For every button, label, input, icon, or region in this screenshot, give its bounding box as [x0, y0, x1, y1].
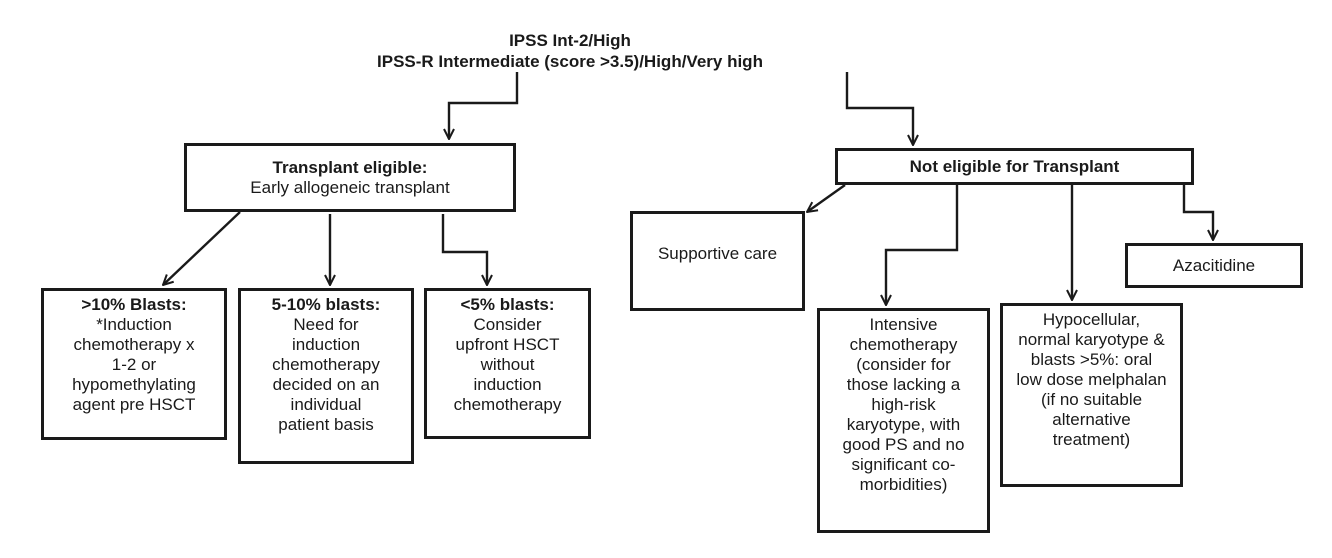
intensive-chemotherapy-line: good PS and no — [842, 435, 965, 454]
blasts-over-10-line: agent pre HSCT — [72, 395, 196, 414]
blasts-under-5-line: chemotherapy — [453, 395, 562, 414]
transplant-eligible-box: Transplant eligible: Early allogeneic tr… — [184, 143, 516, 212]
hypocellular-line: normal karyotype & — [1018, 330, 1165, 349]
blasts-5-10-line: chemotherapy — [272, 355, 380, 374]
not-eligible-box: Not eligible for Transplant — [835, 148, 1194, 185]
blasts-5-10-line: Need for — [293, 315, 359, 334]
hypocellular-line: Hypocellular, — [1042, 310, 1141, 329]
arrow-transplant-to-over-10 — [163, 211, 241, 285]
blasts-over-10-line: chemotherapy x — [73, 335, 195, 354]
blasts-under-5-heading: <5% blasts: — [460, 295, 555, 314]
transplant-eligible-heading: Transplant eligible: — [272, 157, 428, 177]
arrow-not-eligible-to-supportive — [807, 184, 846, 212]
azacitidine-box: Azacitidine — [1125, 243, 1303, 288]
intensive-chemotherapy-box: Intensive chemotherapy (consider for tho… — [817, 308, 990, 533]
hypocellular-line: blasts >5%: oral — [1030, 350, 1153, 369]
intensive-chemotherapy-line: chemotherapy — [849, 335, 958, 354]
hypocellular-line: treatment) — [1052, 430, 1131, 449]
arrow-not-eligible-to-azacitidine — [1182, 185, 1213, 240]
arrow-transplant-to-under-5 — [441, 214, 487, 285]
header-line-2: IPSS-R Intermediate (score >3.5)/High/Ve… — [377, 52, 763, 71]
blasts-under-5-line: upfront HSCT — [455, 335, 560, 354]
supportive-care-box: Supportive care — [630, 211, 805, 311]
hypocellular-line: alternative — [1052, 410, 1131, 429]
intensive-chemotherapy-line: significant co- — [851, 455, 956, 474]
intensive-chemotherapy-line: those lacking a — [846, 375, 961, 394]
blasts-5-10-line: patient basis — [278, 415, 374, 434]
blasts-5-10-line: individual — [290, 395, 362, 414]
blasts-under-5-box: <5% blasts: Consider upfront HSCT withou… — [424, 288, 591, 439]
intensive-chemotherapy-line: karyotype, with — [846, 415, 961, 434]
blasts-over-10-line: hypomethylating — [72, 375, 196, 394]
azacitidine-label: Azacitidine — [1172, 255, 1256, 275]
transplant-eligible-body: Early allogeneic transplant — [250, 177, 450, 197]
intensive-chemotherapy-line: (consider for — [856, 355, 951, 374]
blasts-5-10-line: decided on an — [272, 375, 380, 394]
blasts-over-10-heading: >10% Blasts: — [81, 295, 187, 314]
blasts-under-5-line: induction — [473, 375, 542, 394]
not-eligible-heading: Not eligible for Transplant — [909, 156, 1120, 176]
hypocellular-line: (if no suitable — [1040, 390, 1143, 409]
header-line-1: IPSS Int-2/High — [509, 31, 631, 50]
intensive-chemotherapy-line: Intensive — [869, 315, 938, 334]
blasts-over-10-box: >10% Blasts: *Induction chemotherapy x 1… — [41, 288, 227, 440]
blasts-under-5-line: without — [480, 355, 535, 374]
supportive-care-label: Supportive care — [657, 244, 778, 263]
blasts-5-10-heading: 5-10% blasts: — [271, 295, 381, 314]
blasts-over-10-line: 1-2 or — [111, 355, 157, 374]
arrow-header-to-not-eligible — [845, 72, 913, 145]
blasts-over-10-line: *Induction — [96, 315, 172, 334]
blasts-5-10-line: induction — [291, 335, 361, 354]
arrow-header-to-transplant — [449, 72, 519, 139]
hypocellular-box: Hypocellular, normal karyotype & blasts … — [1000, 303, 1183, 487]
hypocellular-line: low dose melphalan — [1016, 370, 1167, 389]
arrow-not-eligible-to-intensive — [886, 185, 959, 305]
intensive-chemotherapy-line: high-risk — [871, 395, 936, 414]
intensive-chemotherapy-line: morbidities) — [859, 475, 948, 494]
blasts-5-10-box: 5-10% blasts: Need for induction chemoth… — [238, 288, 414, 464]
blasts-under-5-line: Consider — [473, 315, 542, 334]
